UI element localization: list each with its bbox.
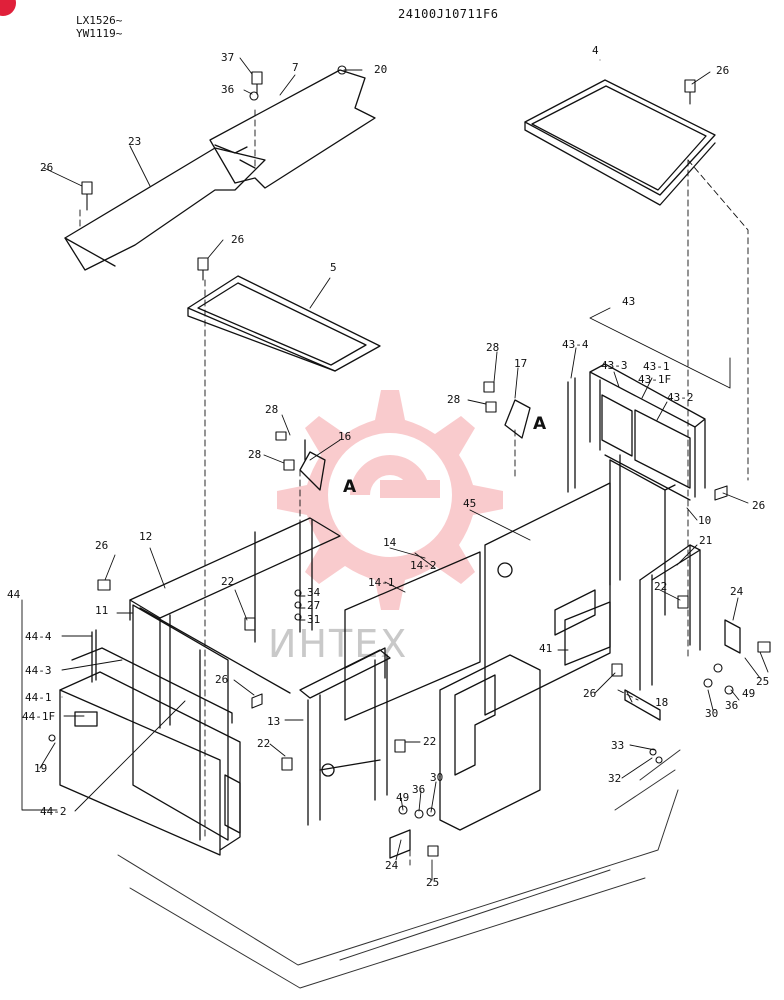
callout-44-4: 44-4 bbox=[25, 630, 52, 643]
rear-frame-43 bbox=[567, 363, 706, 498]
bolts bbox=[48, 65, 771, 857]
callout-27: 27 bbox=[307, 599, 321, 612]
callout-44-3: 44-3 bbox=[25, 664, 52, 677]
serial-range-2: YW1119~ bbox=[76, 27, 123, 40]
view-marker-a-left: A bbox=[343, 477, 357, 497]
cover-panel-4 bbox=[524, 79, 716, 206]
callout-43-2: 43-2 bbox=[667, 391, 694, 404]
corner-badge: 4 bbox=[0, 0, 16, 16]
callout-4: 4 bbox=[592, 44, 599, 57]
group-label-44: 44 bbox=[7, 588, 21, 601]
callout-21: 21 bbox=[699, 534, 713, 547]
callout-43: 43 bbox=[622, 295, 636, 308]
callout-36-top: 36 bbox=[221, 83, 235, 96]
callout-19: 19 bbox=[34, 762, 48, 775]
callout-14-1: 14-1 bbox=[368, 576, 395, 589]
callout-43-1: 43-1 bbox=[643, 360, 670, 373]
callout-11: 11 bbox=[95, 604, 109, 617]
callout-23: 23 bbox=[128, 135, 142, 148]
callout-25-b: 25 bbox=[426, 876, 440, 889]
callout-5: 5 bbox=[330, 261, 337, 274]
callout-41: 41 bbox=[539, 642, 553, 655]
callout-26-g: 26 bbox=[215, 673, 229, 686]
callout-14-2: 14-2 bbox=[410, 559, 437, 572]
drawing-code: 24100J10711F6 bbox=[398, 7, 499, 21]
callout-13: 13 bbox=[267, 715, 281, 728]
callout-17: 17 bbox=[514, 357, 528, 370]
bracket-24-right bbox=[724, 619, 741, 654]
callout-18: 18 bbox=[655, 696, 669, 709]
callout-33: 33 bbox=[611, 739, 625, 752]
callout-24-a: 24 bbox=[730, 585, 744, 598]
callout-26-a: 26 bbox=[40, 161, 54, 174]
callout-24-b: 24 bbox=[385, 859, 399, 872]
callout-26-e: 26 bbox=[95, 539, 109, 552]
bracket-17 bbox=[504, 399, 531, 439]
frame-12 bbox=[129, 517, 341, 729]
callout-14: 14 bbox=[383, 536, 397, 549]
cover-panel-23 bbox=[64, 147, 266, 271]
callout-37: 37 bbox=[221, 51, 235, 64]
callout-32: 32 bbox=[608, 772, 622, 785]
callout-26-c: 26 bbox=[231, 233, 245, 246]
callout-12: 12 bbox=[139, 530, 153, 543]
callout-28-c: 28 bbox=[265, 403, 279, 416]
callout-30-a: 30 bbox=[705, 707, 719, 720]
cover-panel-5 bbox=[187, 275, 381, 372]
callout-45: 45 bbox=[463, 497, 477, 510]
panel-14 bbox=[344, 551, 481, 721]
frame-13 bbox=[299, 649, 391, 826]
callout-26-f: 26 bbox=[583, 687, 597, 700]
plate-14-1 bbox=[439, 654, 541, 831]
callout-7: 7 bbox=[292, 61, 299, 74]
bracket-24-lower bbox=[389, 829, 411, 859]
callout-22-d: 22 bbox=[423, 735, 437, 748]
serial-range-1: LX1526~ bbox=[76, 14, 123, 27]
callout-44-1: 44-1 bbox=[25, 691, 52, 704]
callout-26-b: 26 bbox=[716, 64, 730, 77]
callout-30-b: 30 bbox=[430, 771, 444, 784]
frame-21 bbox=[604, 454, 701, 691]
callout-22-b: 22 bbox=[654, 580, 668, 593]
assembly-guide-lines bbox=[79, 109, 749, 866]
callout-22-a: 22 bbox=[221, 575, 235, 588]
callout-leaders bbox=[21, 57, 769, 881]
callout-44-2: 44-2 bbox=[40, 805, 67, 818]
side-panel-45 bbox=[484, 482, 611, 716]
callout-20: 20 bbox=[374, 63, 388, 76]
callout-44-1f: 44-1F bbox=[22, 710, 56, 723]
bracket-16 bbox=[299, 439, 326, 491]
callout-36-b: 36 bbox=[412, 783, 426, 796]
cover-panel-7 bbox=[209, 69, 376, 189]
panel-44-set bbox=[59, 629, 241, 856]
callout-28-b: 28 bbox=[447, 393, 461, 406]
callout-16: 16 bbox=[338, 430, 352, 443]
plate-41 bbox=[564, 601, 611, 666]
callout-22-c: 22 bbox=[257, 737, 271, 750]
callout-49-b: 49 bbox=[396, 791, 410, 804]
callout-10: 10 bbox=[698, 514, 712, 527]
callout-28-a: 28 bbox=[486, 341, 500, 354]
callout-25-a: 25 bbox=[756, 675, 770, 688]
callout-34: 34 bbox=[307, 586, 321, 599]
view-marker-a-right: A bbox=[533, 414, 547, 434]
callout-43-1f: 43-1F bbox=[638, 373, 672, 386]
side-panel-11 bbox=[132, 604, 229, 841]
callout-28-d: 28 bbox=[248, 448, 262, 461]
callout-36-a: 36 bbox=[725, 699, 739, 712]
callout-43-4: 43-4 bbox=[562, 338, 589, 351]
watermark-text: ИНТЕХ bbox=[268, 622, 409, 666]
callout-43-3: 43-3 bbox=[601, 359, 628, 372]
callout-31: 31 bbox=[307, 613, 321, 626]
handle-18 bbox=[624, 689, 661, 721]
callout-26-d: 26 bbox=[752, 499, 766, 512]
callout-49-a: 49 bbox=[742, 687, 756, 700]
machine-base-outline bbox=[117, 749, 681, 989]
watermark-gear-logo bbox=[277, 390, 503, 610]
